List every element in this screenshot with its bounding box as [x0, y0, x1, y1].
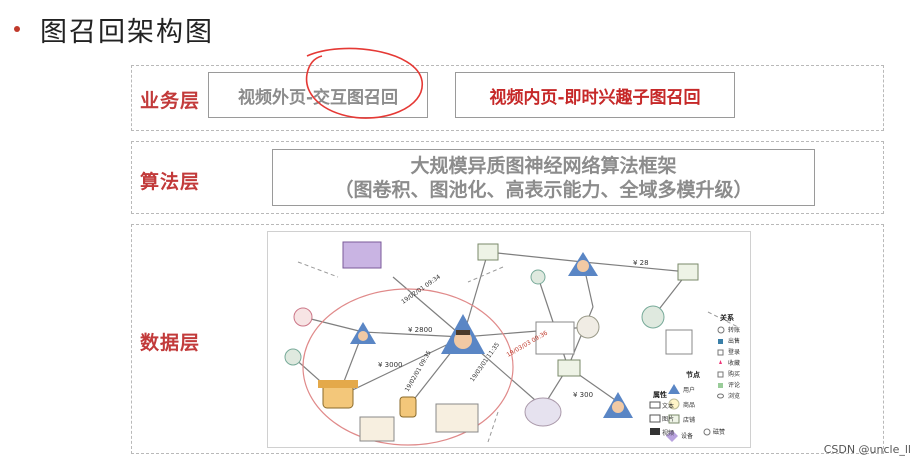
shop-node-top — [477, 243, 499, 261]
algorithm-layer-label: 算法层 — [140, 171, 201, 193]
item-node-cap — [524, 397, 562, 427]
data-layer: 数据层 — [131, 224, 884, 454]
gnn-framework-title: 大规模异质图神经网络算法框架 — [410, 154, 677, 177]
legend-relations-title: 关系 — [720, 313, 734, 322]
slide-title: 图召回架构图 — [40, 17, 214, 48]
gnn-framework-subtitle: （图卷积、图池化、高表示能力、全域多模升级） — [334, 178, 753, 201]
timestamp-3: 19/02/01 09:35 — [404, 349, 433, 393]
heterogeneous-graph: ¥ 2800 ¥ 3000 ¥ 28 ¥ 300 19/02/01 09:34 … — [267, 231, 751, 448]
legend-relation-favorite: 收藏 — [728, 359, 740, 367]
legend-relation-login: 登录 — [728, 348, 740, 356]
attr-card-left — [359, 416, 395, 442]
legend-relation-buy: 购买 — [728, 370, 740, 378]
bullet-dot — [14, 26, 20, 32]
outer-page-recall-box: 视频外页-交互图召回 — [208, 72, 428, 118]
legend-node-item: 商品 — [683, 401, 695, 409]
subgraph-highlight-ellipse — [302, 288, 514, 446]
item-node-books — [284, 348, 302, 366]
edge-value-4: ¥ 300 — [573, 391, 593, 399]
legend-relation-comment: 评论 — [728, 381, 740, 389]
item-node-shoe — [576, 315, 600, 339]
shop-node-mid — [557, 359, 581, 377]
inner-page-recall-box: 视频内页-即时兴趣子图召回 — [455, 72, 735, 118]
legend-node-device: 设备 — [681, 432, 693, 440]
shop-node-large — [318, 380, 358, 409]
legend-nodes-title: 节点 — [686, 370, 700, 379]
business-layer: 业务层 视频外页-交互图召回 视频内页-即时兴趣子图召回 — [131, 47, 884, 131]
inner-page-recall-text: 视频内页-即时兴趣子图召回 — [489, 87, 701, 108]
user-node-main — [441, 314, 485, 354]
attr-card-right — [535, 321, 575, 355]
legend-node-user: 用户 — [683, 386, 695, 394]
edge-value-3: ¥ 28 — [633, 259, 649, 267]
legend-node-shop: 店铺 — [683, 416, 695, 424]
edge-value-1: ¥ 2800 — [408, 326, 433, 334]
graph-legend: 关系 转账 出售 登录 收藏 购买 评论 浏览 磁赞 节点 用户 商品 店铺 — [649, 313, 740, 442]
gnn-framework-box: 大规模异质图神经网络算法框架 （图卷积、图池化、高表示能力、全域多模升级） — [272, 149, 815, 206]
attr-card-bottom — [435, 403, 479, 433]
attr-card-legend-left — [665, 329, 693, 355]
user-node-left — [350, 322, 376, 344]
user-node-top-right — [568, 252, 598, 276]
data-layer-label: 数据层 — [140, 332, 201, 354]
attr-card-top — [342, 241, 382, 269]
algorithm-layer: 算法层 大规模异质图神经网络算法框架 （图卷积、图池化、高表示能力、全域多模升级… — [131, 141, 884, 214]
legend-attrs-title: 属性 — [653, 390, 667, 399]
legend-relation-like: 磁赞 — [713, 428, 725, 436]
business-layer-label: 业务层 — [140, 90, 201, 112]
legend-attr-text: 文本 — [662, 402, 674, 410]
legend-relation-sell: 出售 — [728, 337, 740, 345]
csdn-watermark: CSDN @uncle_ll — [823, 443, 911, 456]
legend-attr-video: 视频 — [662, 429, 674, 437]
item-node-bag — [293, 307, 313, 327]
shop-node-right — [677, 263, 699, 281]
item-node-books-top — [530, 269, 546, 285]
legend-relation-transfer: 转账 — [728, 326, 740, 334]
red-annotation-circle — [305, 47, 423, 119]
legend-relation-browse: 浏览 — [728, 392, 740, 400]
user-node-bottom-right — [603, 392, 633, 418]
legend-attr-image: 图片 — [662, 415, 674, 423]
device-node-phone — [399, 396, 417, 418]
outer-page-recall-text: 视频外页-交互图召回 — [237, 87, 399, 108]
item-node-books-right — [641, 305, 665, 329]
edge-value-2: ¥ 3000 — [378, 361, 403, 369]
